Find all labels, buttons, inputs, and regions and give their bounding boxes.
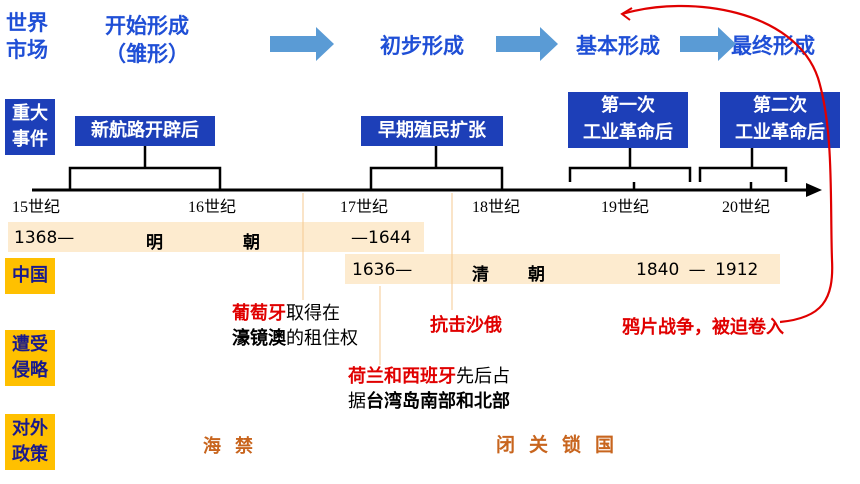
- stage-arrow-2: [496, 27, 558, 61]
- event-first-industrial-revolution: 第一次 工业革命后: [568, 92, 688, 148]
- stage-3: 基本形成: [576, 34, 660, 58]
- world-market-label-line1: 世界: [6, 11, 48, 35]
- tick-label-15: 15世纪: [12, 198, 60, 216]
- timeline-arrowhead: [806, 183, 822, 197]
- stage-4: 最终形成: [731, 34, 815, 58]
- policy-label-line1: 对外: [12, 418, 48, 439]
- events-label-line2: 事件: [12, 129, 48, 150]
- red-curve-tip: [620, 7, 633, 21]
- tick-label-19: 19世纪: [601, 198, 649, 216]
- ming-start: 1368—: [14, 228, 75, 248]
- policy-label-line2: 政策: [12, 444, 48, 465]
- opium-war-note: 鸦片战争，被迫卷入: [622, 317, 784, 338]
- events-label-line1: 重大: [12, 103, 48, 124]
- taiwan-name: 台湾岛南部和北部: [366, 391, 510, 412]
- qing-char-1: 清: [472, 265, 489, 285]
- event-colonial-expansion: 早期殖民扩张: [361, 116, 503, 146]
- portugal-name: 葡萄牙: [232, 303, 286, 324]
- stage-1-line2: （雏形）: [105, 42, 189, 66]
- aggression-label-line2: 侵略: [12, 360, 48, 381]
- world-market-label-line2: 市场: [6, 38, 48, 62]
- policy-closed-door: 闭关锁国: [496, 434, 629, 456]
- bracket-new-routes: [68, 146, 222, 182]
- event-first-line2: 工业革命后: [583, 122, 673, 143]
- tick-label-17: 17世纪: [340, 198, 388, 216]
- stage-2: 初步形成: [380, 34, 464, 58]
- world-market-label: 世界 市场: [6, 10, 48, 64]
- ming-end: —1644: [351, 228, 412, 248]
- macau-name: 濠镜澳: [232, 328, 286, 349]
- tick-label-18: 18世纪: [472, 198, 520, 216]
- events-label: 重大 事件: [5, 99, 55, 155]
- event-first-line1: 第一次: [601, 95, 655, 116]
- tick-label-16: 16世纪: [188, 198, 236, 216]
- qing-band: [345, 254, 780, 284]
- bracket-second-ir: [698, 148, 788, 182]
- portugal-note: 葡萄牙取得在 濠镜澳的租住权: [232, 301, 358, 351]
- event-second-line2: 工业革命后: [735, 122, 825, 143]
- stage-1: 开始形成 （雏形）: [92, 12, 202, 68]
- stage-arrow-1: [270, 27, 334, 61]
- dutch-spain-name: 荷兰和西班牙: [348, 366, 456, 387]
- policy-label: 对外 政策: [5, 414, 55, 470]
- event-second-industrial-revolution: 第二次 工业革命后: [720, 92, 840, 148]
- qing-char-2: 朝: [528, 265, 545, 285]
- event-second-line1: 第二次: [753, 95, 807, 116]
- qing-start: 1636—: [352, 260, 413, 280]
- aggression-label-line1: 遭受: [12, 334, 48, 355]
- aggression-label: 遭受 侵略: [5, 330, 55, 386]
- macau-rest: 的租住权: [286, 328, 358, 349]
- china-label: 中国: [5, 258, 55, 294]
- russia-note: 抗击沙俄: [430, 315, 502, 336]
- qing-end: 1840 — 1912: [636, 260, 759, 280]
- ming-char-2: 朝: [243, 233, 260, 253]
- dutch-spain-note: 荷兰和西班牙先后占 据台湾岛南部和北部: [348, 364, 510, 414]
- ming-band: [8, 222, 424, 252]
- red-annotation-curve: [621, 4, 834, 324]
- stage-1-line1: 开始形成: [105, 14, 189, 38]
- tick-label-20: 20世纪: [722, 198, 770, 216]
- stage-arrow-3: [680, 27, 736, 61]
- policy-haijin: 海禁: [203, 436, 267, 457]
- ming-char-1: 明: [146, 233, 163, 253]
- event-new-routes: 新航路开辟后: [75, 116, 215, 146]
- dutch-spain-rest: 先后占: [456, 366, 510, 387]
- bracket-colonial: [369, 146, 504, 182]
- taiwan-pre: 据: [348, 391, 366, 412]
- portugal-rest: 取得在: [286, 303, 340, 324]
- bracket-first-ir: [568, 148, 692, 182]
